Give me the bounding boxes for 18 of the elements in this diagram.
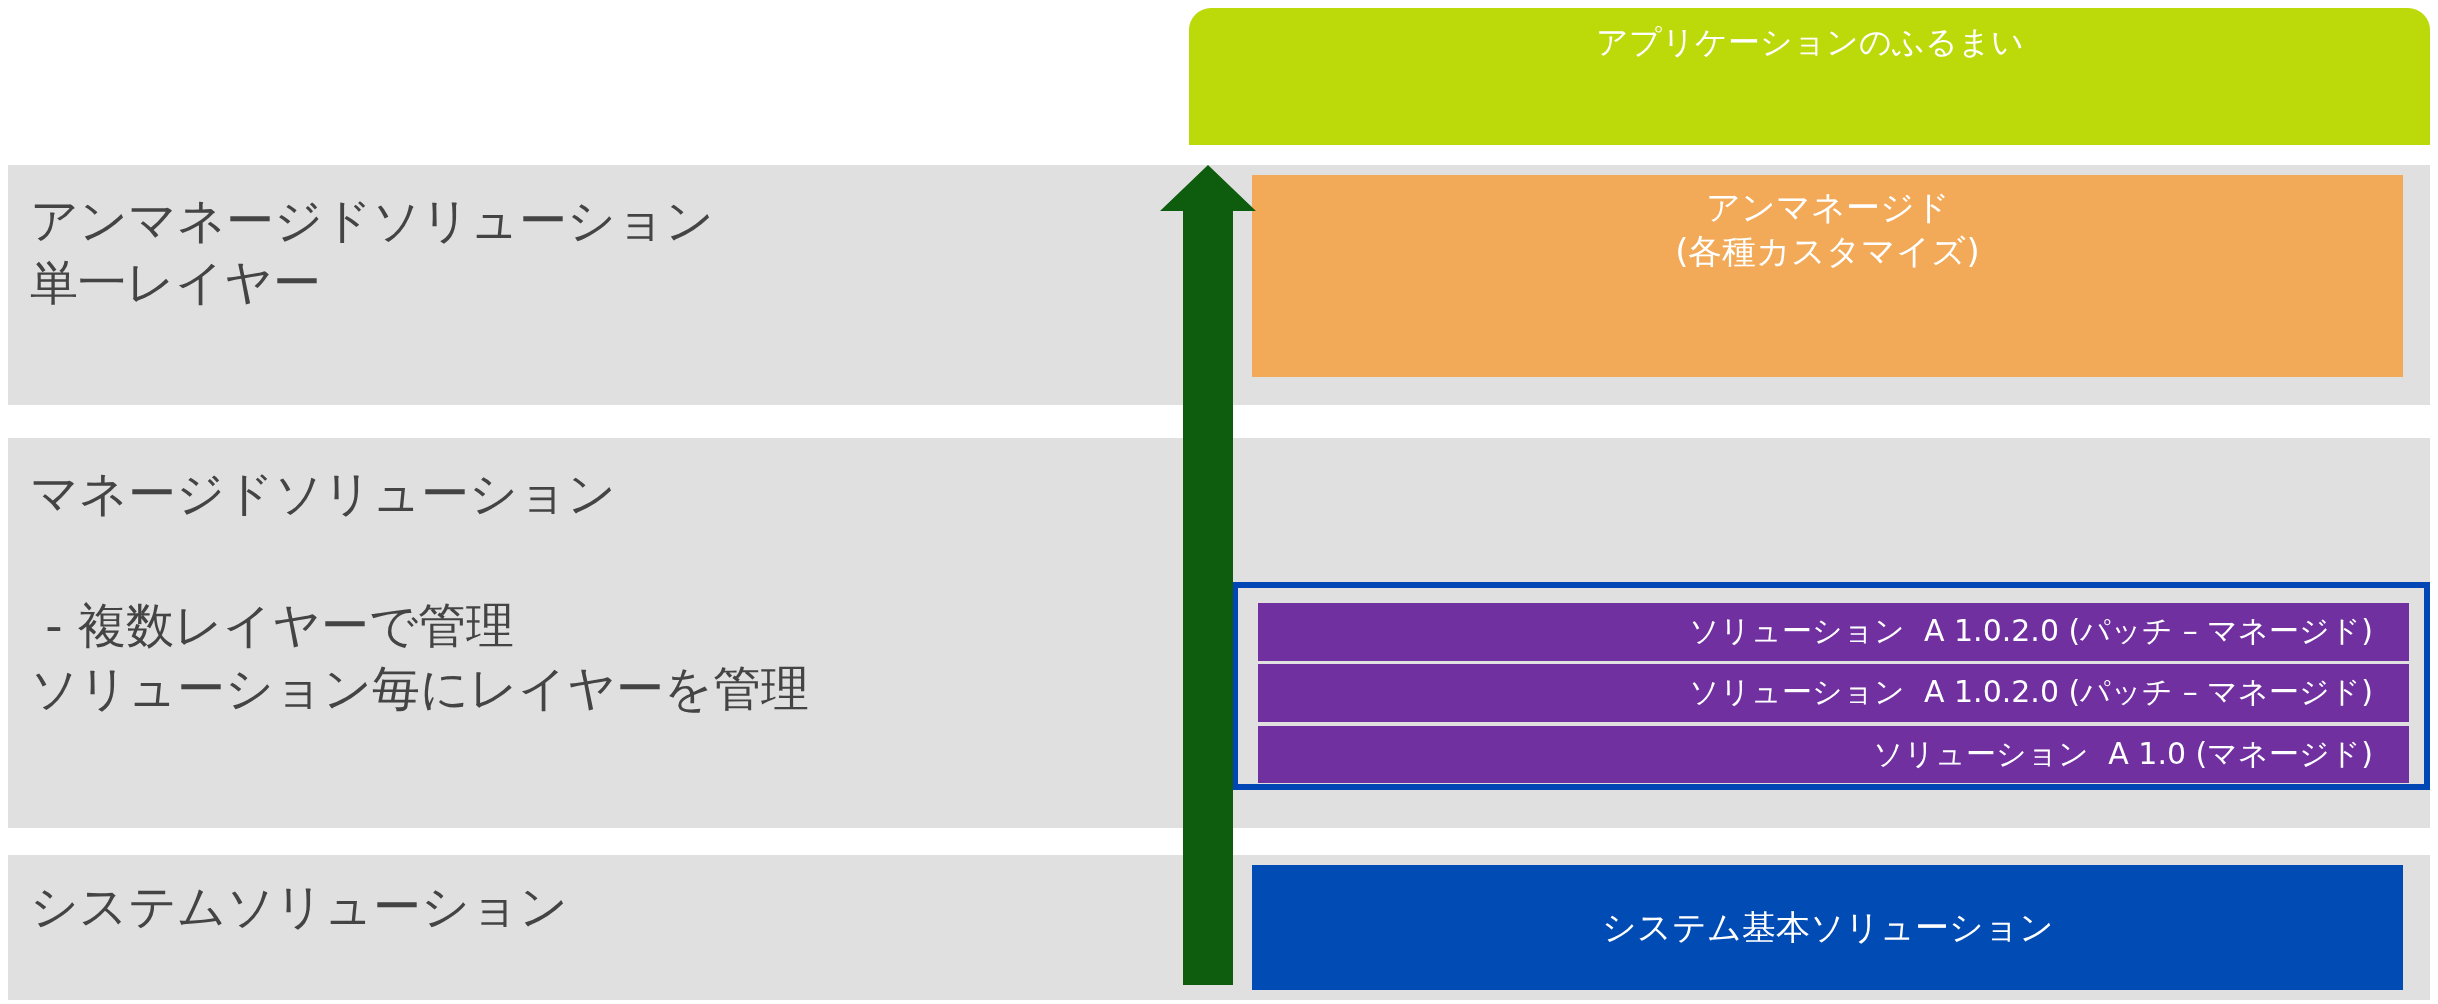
band-heading: マネージドソリューション: [30, 464, 616, 523]
band-heading: システムソリューション: [30, 877, 568, 936]
group-frame: [1232, 582, 2430, 790]
band-note: - 複数レイヤーで管理: [44, 596, 514, 656]
header-box: アプリケーションのふるまい: [1189, 8, 2430, 145]
layer-bar: ソリューション A 1.0.2.0 (パッチ – マネージド): [1258, 664, 2409, 722]
layer-box: システム基本ソリューション: [1252, 865, 2403, 990]
layer-band: [8, 438, 2430, 828]
layer-bar: ソリューション A 1.0 (マネージド): [1258, 726, 2409, 783]
band-heading: アンマネージドソリューション: [30, 191, 714, 250]
layer-band: [8, 855, 2430, 1000]
band-note: ソリューション毎にレイヤーを管理: [30, 658, 809, 718]
layer-bar: ソリューション A 1.0.2.0 (パッチ – マネージド): [1258, 603, 2409, 661]
layer-band: [8, 165, 2430, 405]
box-text: (各種カスタマイズ): [1674, 230, 1981, 274]
box-text: アンマネージド: [1704, 186, 1951, 229]
band-note: 単一レイヤー: [30, 253, 321, 313]
layer-box: [1252, 175, 2403, 377]
